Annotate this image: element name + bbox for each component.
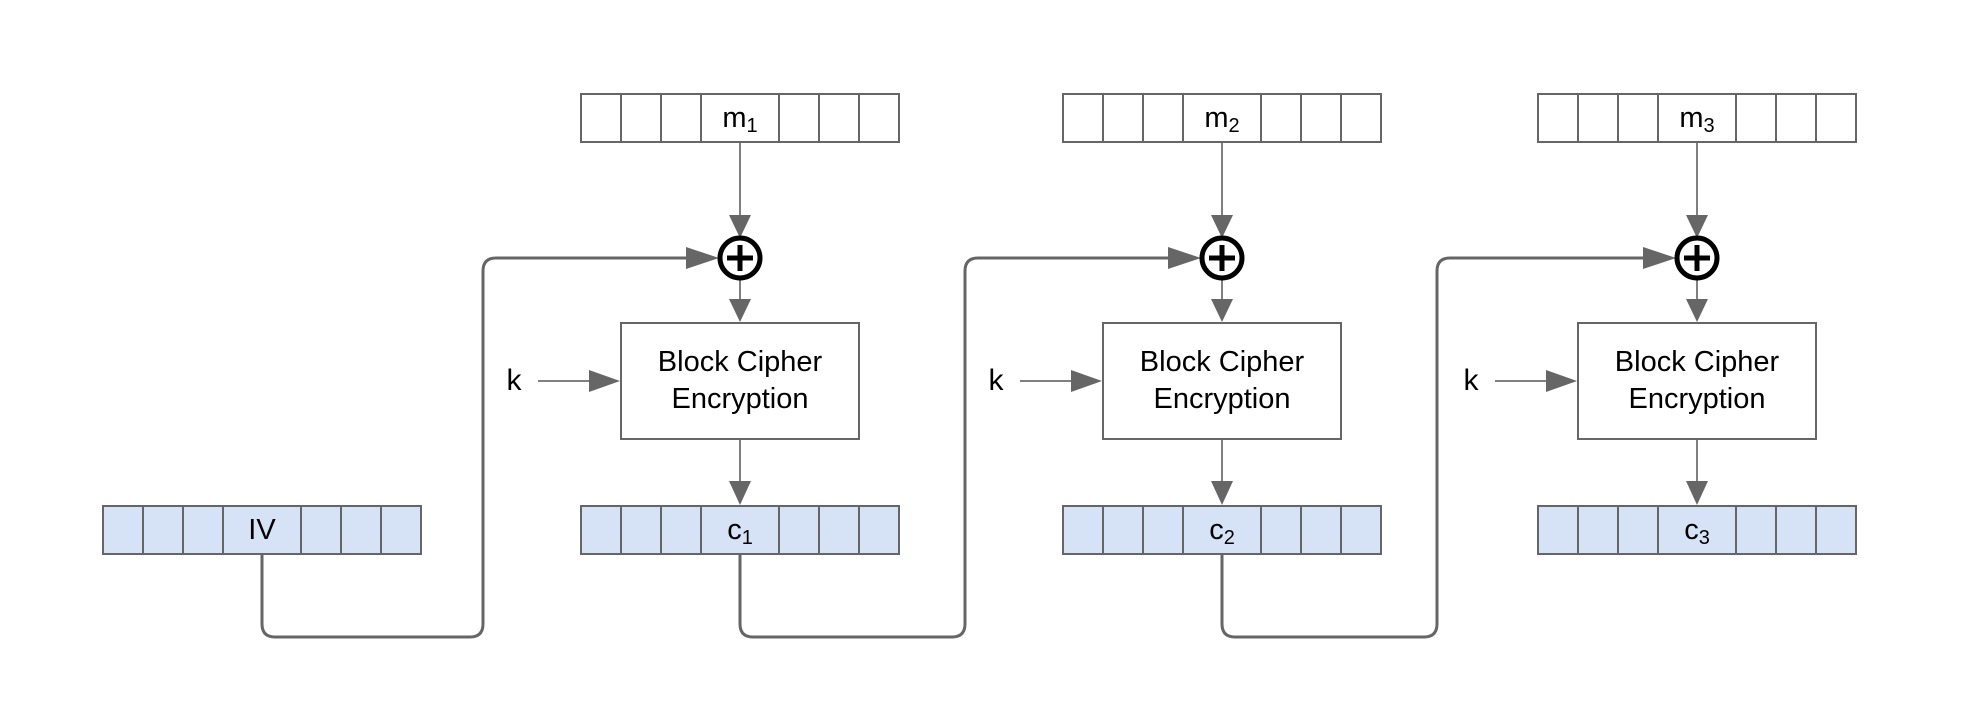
xor-icon (1674, 235, 1720, 281)
message-block-cell (1815, 95, 1855, 141)
xor-icon (1199, 235, 1245, 281)
block-cipher-label-line1: Block Cipher (1614, 345, 1780, 378)
ciphertext-label-c3: c3 (1684, 513, 1710, 549)
iv-block-cell (340, 507, 380, 553)
ciphertext-block-cell (778, 507, 818, 553)
message-block-m3: m3 (1537, 93, 1857, 143)
message-block-cell (1539, 95, 1577, 141)
xor-icon (717, 235, 763, 281)
ciphertext-block-cell (1815, 507, 1855, 553)
iv-label: IV (248, 513, 276, 546)
chain-wire-c1-to-xor2 (738, 256, 1168, 639)
iv-block: IV (102, 505, 422, 555)
arrowhead-xor1-to-cipher1 (729, 299, 751, 322)
ciphertext-block-cell (1735, 507, 1775, 553)
message-block-cell (1735, 95, 1775, 141)
message-block-cell (1775, 95, 1815, 141)
ciphertext-block-c3: c3 (1537, 505, 1857, 555)
message-block-cell (660, 95, 700, 141)
message-label-m1: m1 (722, 101, 758, 137)
ciphertext-block-cell (660, 507, 700, 553)
ciphertext-block-label-cell: c1 (700, 507, 778, 553)
ciphertext-block-c2: c2 (1062, 505, 1382, 555)
message-block-cell (1260, 95, 1300, 141)
message-block-cell (778, 95, 818, 141)
ciphertext-label-c1: c1 (727, 513, 753, 549)
block-cipher-label-line2: Encryption (671, 383, 809, 415)
arrowhead-xor3-to-cipher3 (1686, 299, 1708, 322)
iv-block-cell (104, 507, 142, 553)
iv-block-label-cell: IV (222, 507, 300, 553)
block-cipher-label-line2: Encryption (1153, 383, 1291, 415)
message-block-cell (582, 95, 620, 141)
ciphertext-block-cell (1102, 507, 1142, 553)
key-label-2: k (988, 364, 1004, 397)
block-cipher-box-2: Block Cipher Encryption (1102, 322, 1342, 440)
chain-arrowhead-into-xor2 (1168, 247, 1201, 269)
block-cipher-box-1: Block Cipher Encryption (620, 322, 860, 440)
ciphertext-block-cell (818, 507, 858, 553)
chain-wire-iv-to-xor1 (260, 256, 686, 639)
message-block-m2: m2 (1062, 93, 1382, 143)
ciphertext-block-cell (1775, 507, 1815, 553)
message-label-m3: m3 (1679, 101, 1715, 137)
chain-arrowhead-into-xor3 (1643, 247, 1676, 269)
arrowhead-cipher3-to-c3 (1686, 481, 1708, 505)
iv-block-cell (380, 507, 420, 553)
message-block-label-cell: m1 (700, 95, 778, 141)
message-block-m1: m1 (580, 93, 900, 143)
message-block-cell (1064, 95, 1102, 141)
iv-block-cell (182, 507, 222, 553)
message-block-label-cell: m3 (1657, 95, 1735, 141)
ciphertext-block-cell (1142, 507, 1182, 553)
arrowhead-key2-to-cipher2 (1071, 370, 1102, 392)
message-block-label-cell: m2 (1182, 95, 1260, 141)
iv-block-cell (142, 507, 182, 553)
message-block-cell (1340, 95, 1380, 141)
chain-arrowhead-into-xor1 (686, 247, 719, 269)
message-block-cell (620, 95, 660, 141)
ciphertext-block-label-cell: c3 (1657, 507, 1735, 553)
chain-wire-c2-to-xor3 (1220, 256, 1643, 639)
message-block-cell (858, 95, 898, 141)
ciphertext-block-cell (858, 507, 898, 553)
message-block-cell (1577, 95, 1617, 141)
ciphertext-block-cell (1617, 507, 1657, 553)
arrowhead-m3-to-xor3 (1686, 215, 1708, 238)
ciphertext-block-c1: c1 (580, 505, 900, 555)
ciphertext-block-cell (1260, 507, 1300, 553)
block-cipher-label-line2: Encryption (1628, 383, 1766, 415)
message-label-m2: m2 (1204, 101, 1240, 137)
arrowhead-key1-to-cipher1 (589, 370, 620, 392)
ciphertext-block-cell (582, 507, 620, 553)
message-block-cell (1617, 95, 1657, 141)
message-block-cell (1300, 95, 1340, 141)
ciphertext-block-cell (1539, 507, 1577, 553)
key-label-3: k (1463, 364, 1479, 397)
message-block-cell (1142, 95, 1182, 141)
ciphertext-block-cell (620, 507, 660, 553)
ciphertext-block-cell (1577, 507, 1617, 553)
ciphertext-block-cell (1300, 507, 1340, 553)
iv-block-cell (300, 507, 340, 553)
block-cipher-box-3: Block Cipher Encryption (1577, 322, 1817, 440)
key-label-1: k (506, 364, 522, 397)
arrowhead-xor2-to-cipher2 (1211, 299, 1233, 322)
ciphertext-block-cell (1340, 507, 1380, 553)
arrowhead-m2-to-xor2 (1211, 215, 1233, 238)
message-block-cell (818, 95, 858, 141)
ciphertext-block-label-cell: c2 (1182, 507, 1260, 553)
ciphertext-label-c2: c2 (1209, 513, 1235, 549)
arrowhead-key3-to-cipher3 (1546, 370, 1577, 392)
block-cipher-label-line1: Block Cipher (657, 345, 823, 378)
block-cipher-label-line1: Block Cipher (1139, 345, 1305, 378)
ciphertext-block-cell (1064, 507, 1102, 553)
arrowhead-cipher1-to-c1 (729, 481, 751, 505)
arrowhead-m1-to-xor1 (729, 215, 751, 238)
arrowhead-cipher2-to-c2 (1211, 481, 1233, 505)
message-block-cell (1102, 95, 1142, 141)
